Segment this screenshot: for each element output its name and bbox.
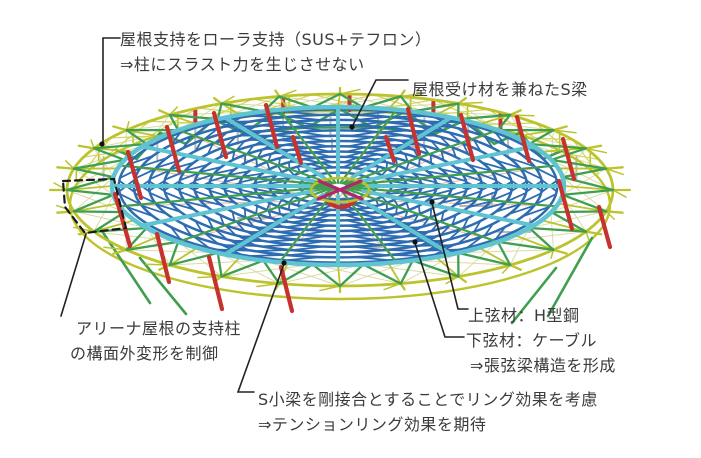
center-hub (309, 176, 371, 210)
s-beam-radials-cyan (109, 104, 567, 268)
annotation-roller-support-line1: 屋根支持をローラ支持（SUS+テフロン） (120, 30, 432, 49)
annotation-s-beam-text: 屋根受け材を兼ねたS梁 (412, 80, 588, 99)
annotation-ring-effect: S小梁を剛接合とすることでリング効果を考慮 ⇒テンションリング効果を期待 (258, 387, 598, 437)
annotation-lower-chord-line2: ⇒張弦梁構造を形成 (470, 356, 616, 375)
annotation-ring-effect-line2: ⇒テンションリング効果を期待 (258, 415, 487, 434)
annotation-roller-support-line2: ⇒柱にスラスト力を生じさせない (120, 55, 365, 74)
annotation-s-beam: 屋根受け材を兼ねたS梁 (412, 77, 588, 102)
annotation-lower-chord-line1: 下弦材：ケーブル (466, 331, 598, 350)
annotation-upper-chord: 上弦材：H型鋼 (468, 303, 580, 328)
annotation-ring-effect-line1: S小梁を剛接合とすることでリング効果を考慮 (258, 390, 598, 409)
annotation-roller-support: 屋根支持をローラ支持（SUS+テフロン） ⇒柱にスラスト力を生じさせない (120, 27, 431, 77)
band-radials-yellow (66, 93, 614, 287)
annotation-lower-chord: 下弦材：ケーブル ⇒張弦梁構造を形成 (466, 328, 616, 378)
annotation-arena-column-line2: の構面外変形を制御 (70, 344, 219, 363)
dashed-highlight-region (61, 177, 128, 235)
annotation-arena-column: アリーナ屋根の支持柱 の構面外変形を制御 (70, 316, 241, 366)
annotation-arena-column-line1: アリーナ屋根の支持柱 (76, 319, 242, 338)
leader-lines (60, 37, 469, 393)
band-diagonals-green (65, 92, 615, 288)
support-columns-red (112, 102, 613, 314)
annotation-upper-chord-text: 上弦材：H型鋼 (468, 306, 580, 325)
